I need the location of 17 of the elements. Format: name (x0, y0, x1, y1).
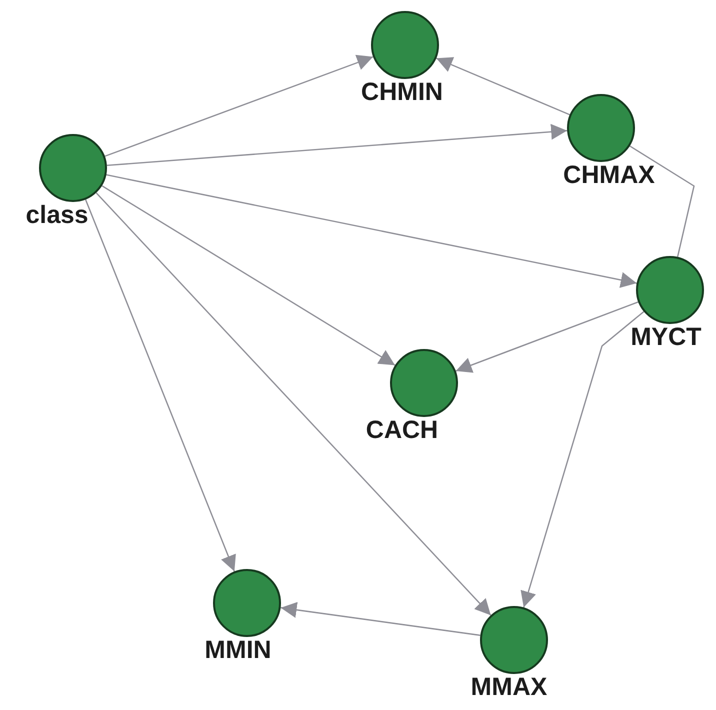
arrow (85, 199, 236, 572)
arrow (436, 57, 570, 116)
arrow (456, 301, 638, 373)
node-label: class (26, 200, 88, 230)
arrow (106, 174, 637, 288)
arrow (280, 602, 480, 636)
arrow (96, 192, 492, 616)
node-label: MMAX (470, 672, 548, 702)
arrow (520, 311, 644, 608)
node-label: MMIN (204, 635, 272, 665)
node-label: CACH (366, 415, 438, 445)
node-label: CHMIN (361, 77, 443, 107)
arrow (104, 54, 374, 157)
node-label: CHMAX (563, 160, 655, 190)
node-label: MYCT (630, 322, 702, 352)
arrow (106, 124, 568, 166)
arrow (102, 185, 396, 366)
